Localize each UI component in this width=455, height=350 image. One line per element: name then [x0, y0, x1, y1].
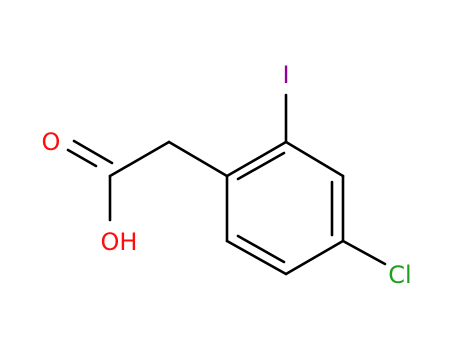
iodine-label: I: [282, 61, 289, 89]
ring-bond-c1-c2: [225, 140, 288, 178]
oxygen-carbonyl-label: O: [42, 128, 61, 156]
bond-ch2-ring: [167, 140, 229, 178]
bond-c-o-double-outer: [66, 148, 98, 168]
ring-bond-c5-c6: [225, 239, 288, 276]
ring-bond-c4-c5: [284, 239, 345, 276]
ring-bond-c2-c3: [284, 140, 345, 178]
bond-ring-chlorine: [341, 239, 387, 266]
bond-c-ch2: [108, 140, 171, 178]
ring-inner-double-c5-c6: [236, 234, 286, 264]
hydroxyl-label: OH: [101, 228, 138, 256]
bond-c-o-double-inner: [72, 139, 114, 165]
chlorine-label: Cl: [388, 261, 411, 289]
ring-inner-double-c1-c2: [236, 151, 286, 181]
